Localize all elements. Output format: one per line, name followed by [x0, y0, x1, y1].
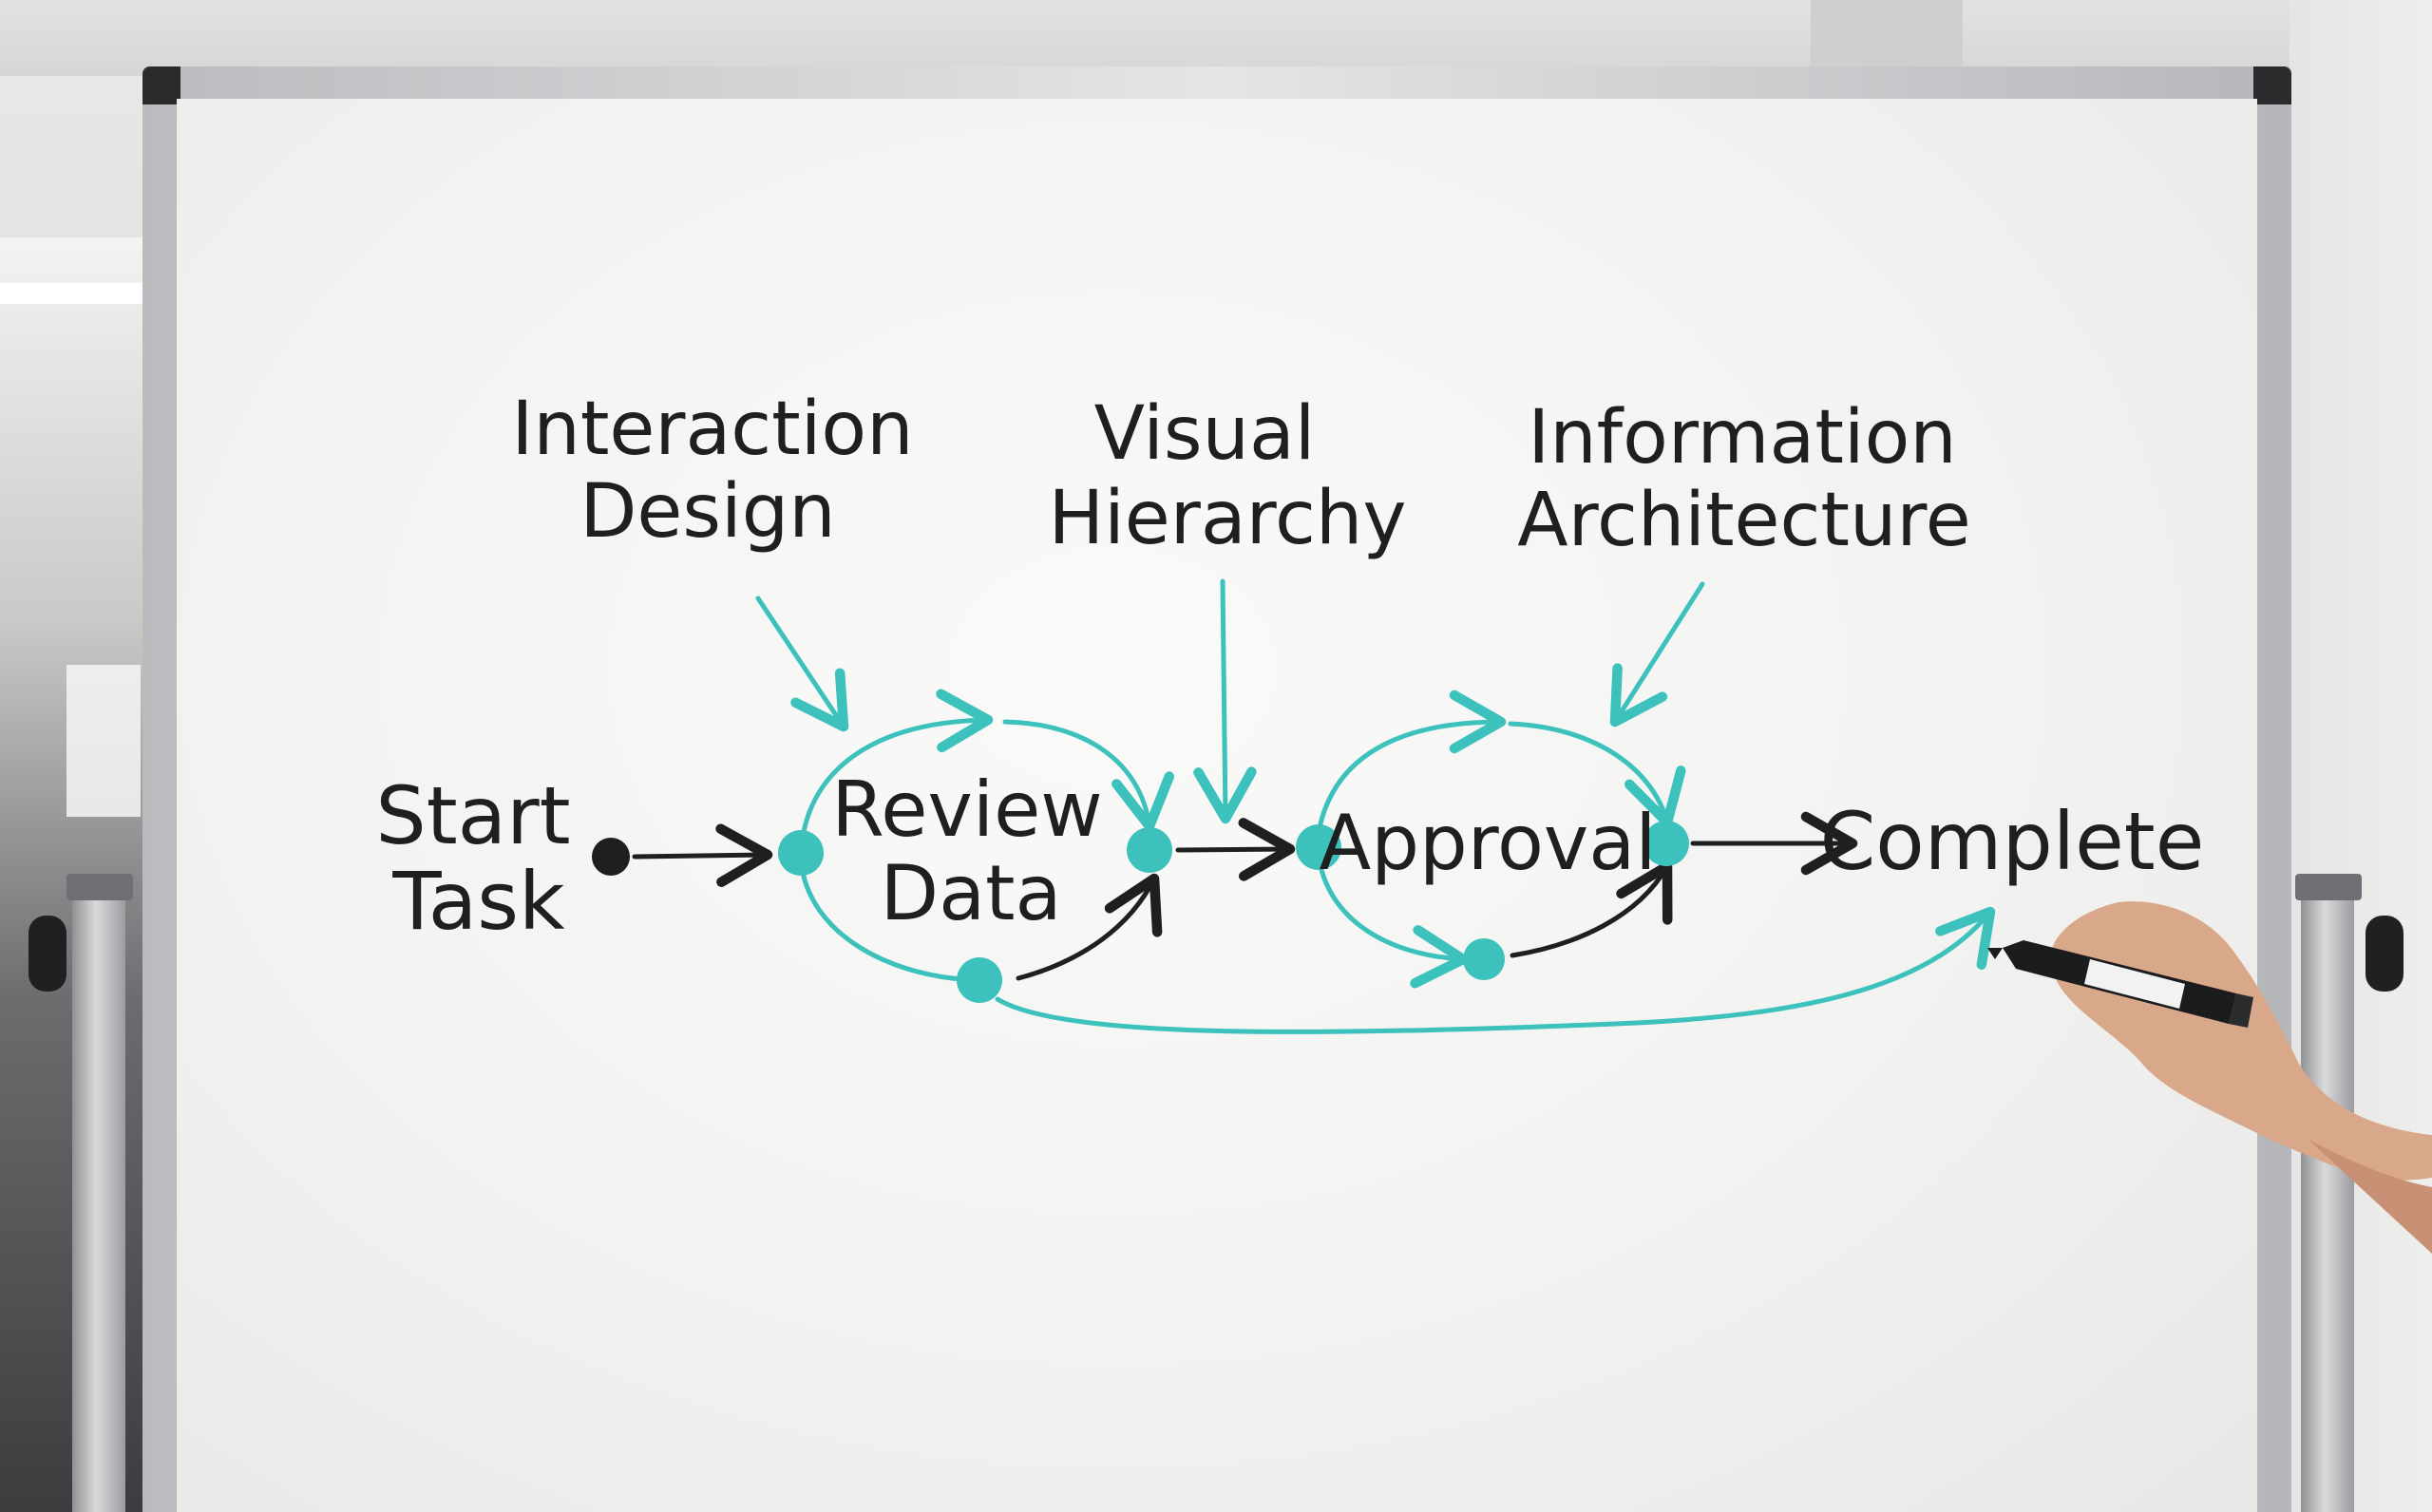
node-review-data: Review Data: [778, 689, 1174, 1003]
label-interaction-design: Interaction Design: [511, 387, 913, 555]
review-exit-dot: [1127, 827, 1172, 873]
label-information-architecture: Information Architecture: [1517, 395, 1971, 563]
label-visual-hierarchy: Visual Hierarchy: [1048, 391, 1406, 561]
label-visual-line1: Visual: [1094, 391, 1316, 477]
review-loop-top-left: [798, 689, 994, 854]
review-loop-bottom: [798, 857, 981, 983]
hand-skin: [2050, 901, 2432, 1181]
label-interaction-line2: Design: [580, 469, 835, 555]
review-bottom-dot: [957, 957, 1002, 1003]
forearm-shade: [2308, 1140, 2432, 1254]
node-approval-label: Approval: [1320, 799, 1657, 887]
node-complete: Complete: [1820, 795, 2205, 888]
approval-exit-dot: [1644, 821, 1689, 866]
arrow-visual-to-flow: [1193, 578, 1257, 824]
stand-right-clamp: [2295, 874, 2362, 900]
arrow-review-bypass-to-complete: [995, 906, 1996, 1034]
stand-right-knob[interactable]: [2366, 916, 2404, 992]
whiteboard-marker-icon: [1987, 940, 2253, 1028]
frame-corner-top-left: [142, 66, 180, 104]
frame-corner-top-right: [2253, 66, 2291, 104]
ceiling: [0, 0, 2432, 76]
stand-right-leg: [2301, 874, 2354, 1512]
review-loop-return: [1016, 873, 1163, 981]
node-complete-label: Complete: [1820, 795, 2205, 888]
stand-left-leg: [72, 874, 125, 1512]
ceiling-light: [0, 283, 142, 304]
review-loop-top-right: [1002, 719, 1174, 832]
ceiling-pillar: [1811, 0, 1963, 74]
node-approval: Approval: [1296, 690, 1689, 989]
label-visual-line2: Hierarchy: [1048, 476, 1406, 561]
approval-bottom-dot: [1463, 938, 1505, 980]
office-window: [66, 665, 141, 817]
approval-loop-return: [1510, 860, 1673, 958]
start-dot: [592, 838, 630, 876]
arrow-start-to-review: [632, 823, 773, 887]
stand-left-clamp: [66, 874, 133, 900]
label-information-line2: Architecture: [1517, 478, 1971, 563]
arrow-review-to-approval: [1175, 818, 1296, 881]
approval-loop-top-left: [1314, 690, 1507, 848]
node-start-line2: Task: [391, 855, 565, 948]
label-interaction-line1: Interaction: [511, 387, 913, 472]
node-review-line2: Data: [880, 849, 1061, 937]
label-information-line1: Information: [1528, 395, 1957, 481]
hand-icon: [2050, 901, 2432, 1254]
review-entry-dot: [778, 830, 824, 876]
node-start-line1: Start: [375, 769, 570, 862]
arrow-information-to-approval: [1609, 581, 1705, 728]
arrow-interaction-to-review: [755, 595, 849, 732]
node-start-task: Start Task: [375, 769, 630, 948]
approval-loop-top-right: [1508, 721, 1686, 828]
approval-entry-dot: [1296, 824, 1341, 870]
approval-loop-bottom: [1316, 852, 1469, 989]
node-review-line1: Review: [831, 765, 1102, 854]
stand-left-knob[interactable]: [28, 916, 66, 992]
